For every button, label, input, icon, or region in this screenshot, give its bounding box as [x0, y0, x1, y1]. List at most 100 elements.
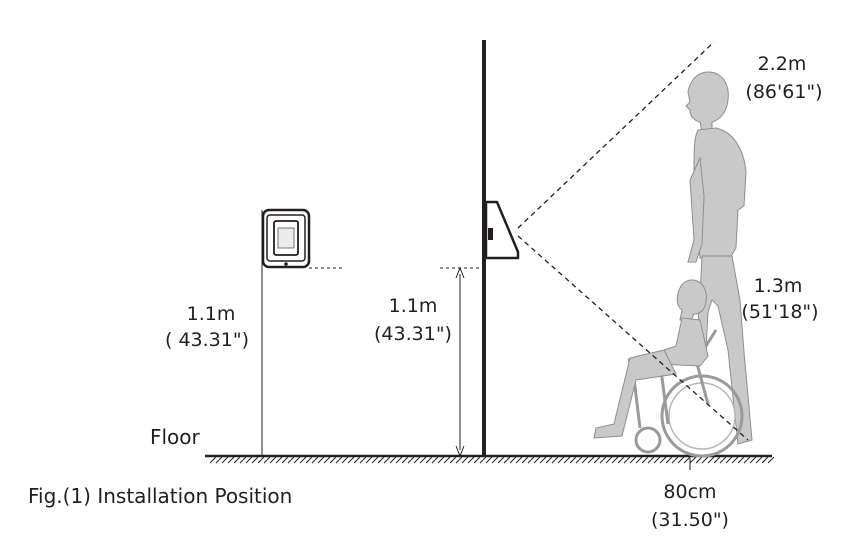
floor-hatch-stroke — [515, 456, 523, 464]
floor-hatch-stroke — [671, 456, 679, 464]
floor-hatch-stroke — [689, 456, 697, 464]
floor-hatch-stroke — [251, 456, 259, 464]
distance-inches: (31.50") — [651, 509, 729, 531]
floor-hatch-stroke — [431, 456, 439, 464]
left-height-inches: ( 43.31") — [165, 329, 249, 351]
floor-hatch-stroke — [371, 456, 379, 464]
floor-hatch-stroke — [521, 456, 529, 464]
floor-hatch-stroke — [425, 456, 433, 464]
floor-hatch-stroke — [413, 456, 421, 464]
floor-hatch-stroke — [281, 456, 289, 464]
floor-hatch-stroke — [365, 456, 373, 464]
floor-hatch-stroke — [581, 456, 589, 464]
upper-reach-inches: (86'61") — [745, 81, 822, 103]
floor-hatch-stroke — [419, 456, 427, 464]
floor-hatch-stroke — [359, 456, 367, 464]
floor-hatch-stroke — [299, 456, 307, 464]
floor-hatch-stroke — [287, 456, 295, 464]
floor-hatch-stroke — [479, 456, 487, 464]
floor-hatch-stroke — [233, 456, 241, 464]
floor-hatch-stroke — [263, 456, 271, 464]
wheelchair-figure — [593, 279, 744, 458]
floor-hatch-stroke — [599, 456, 607, 464]
mid-height-inches: (43.31") — [374, 323, 452, 345]
floor-hatch-stroke — [383, 456, 391, 464]
floor-hatch-stroke — [587, 456, 595, 464]
device-front-view — [261, 208, 311, 269]
floor-hatch-stroke — [617, 456, 625, 464]
floor-hatch-stroke — [551, 456, 559, 464]
mid-arrow-top — [455, 266, 465, 279]
floor-hatch-stroke — [353, 456, 361, 464]
floor-hatch-stroke — [743, 456, 751, 464]
floor-hatch-stroke — [677, 456, 685, 464]
floor-hatch-stroke — [707, 456, 715, 464]
floor-hatch-stroke — [725, 456, 733, 464]
floor-hatch-stroke — [539, 456, 547, 464]
upper-reach-line — [517, 41, 715, 229]
floor-hatch-stroke — [317, 456, 325, 464]
floor-hatch-stroke — [377, 456, 385, 464]
floor-hatch-stroke — [389, 456, 397, 464]
upper-reach-meters: 2.2m — [758, 53, 807, 75]
floor-hatch-stroke — [347, 456, 355, 464]
floor-label: Floor — [150, 425, 201, 449]
floor-hatch-stroke — [557, 456, 565, 464]
floor-hatch-stroke — [443, 456, 451, 464]
floor-hatch-stroke — [221, 456, 229, 464]
floor-hatch-stroke — [737, 456, 745, 464]
floor-hatch-stroke — [245, 456, 253, 464]
floor-hatch-stroke — [491, 456, 499, 464]
floor-hatch-stroke — [473, 456, 481, 464]
floor-hatch-stroke — [401, 456, 409, 464]
floor-hatch-stroke — [647, 456, 655, 464]
floor-hatch-stroke — [293, 456, 301, 464]
floor-hatch-stroke — [509, 456, 517, 464]
left-height-meters: 1.1m — [187, 303, 236, 325]
floor-hatch-stroke — [635, 456, 643, 464]
floor-hatch-stroke — [659, 456, 667, 464]
floor-hatch-stroke — [227, 456, 235, 464]
floor-hatch-stroke — [437, 456, 445, 464]
mid-arrow-bottom — [455, 445, 465, 458]
floor-hatch-stroke — [407, 456, 415, 464]
floor-hatch-stroke — [569, 456, 577, 464]
floor-hatch-stroke — [767, 456, 775, 464]
floor-hatch-stroke — [749, 456, 757, 464]
floor-hatch-stroke — [269, 456, 277, 464]
floor-hatch-stroke — [575, 456, 583, 464]
floor-hatch-stroke — [485, 456, 493, 464]
device-side-view — [484, 200, 520, 260]
floor-hatch-stroke — [533, 456, 541, 464]
lower-reach-meters: 1.3m — [754, 275, 803, 297]
floor-hatch-stroke — [275, 456, 283, 464]
floor-hatch-stroke — [305, 456, 313, 464]
floor-hatch-stroke — [503, 456, 511, 464]
floor-hatch-stroke — [719, 456, 727, 464]
floor-hatch-stroke — [641, 456, 649, 464]
floor-hatch-stroke — [563, 456, 571, 464]
floor-hatch-stroke — [629, 456, 637, 464]
floor-hatch-stroke — [605, 456, 613, 464]
mid-height-meters: 1.1m — [389, 295, 438, 317]
floor-hatch-stroke — [239, 456, 247, 464]
floor-hatch-stroke — [713, 456, 721, 464]
floor-hatch-stroke — [683, 456, 691, 464]
floor-hatch-stroke — [395, 456, 403, 464]
floor-hatch-stroke — [209, 456, 217, 464]
floor-hatch-stroke — [731, 456, 739, 464]
floor-hatch-stroke — [311, 456, 319, 464]
lower-reach-line — [517, 235, 749, 441]
floor-hatch-stroke — [497, 456, 505, 464]
floor-hatch-stroke — [461, 456, 469, 464]
floor-hatch-stroke — [335, 456, 343, 464]
floor-hatch-stroke — [449, 456, 457, 464]
floor-hatching — [209, 456, 775, 464]
floor-hatch-stroke — [467, 456, 475, 464]
floor-hatch-stroke — [215, 456, 223, 464]
floor-hatch-stroke — [323, 456, 331, 464]
floor-hatch-stroke — [695, 456, 703, 464]
floor-hatch-stroke — [701, 456, 709, 464]
floor-hatch-stroke — [329, 456, 337, 464]
